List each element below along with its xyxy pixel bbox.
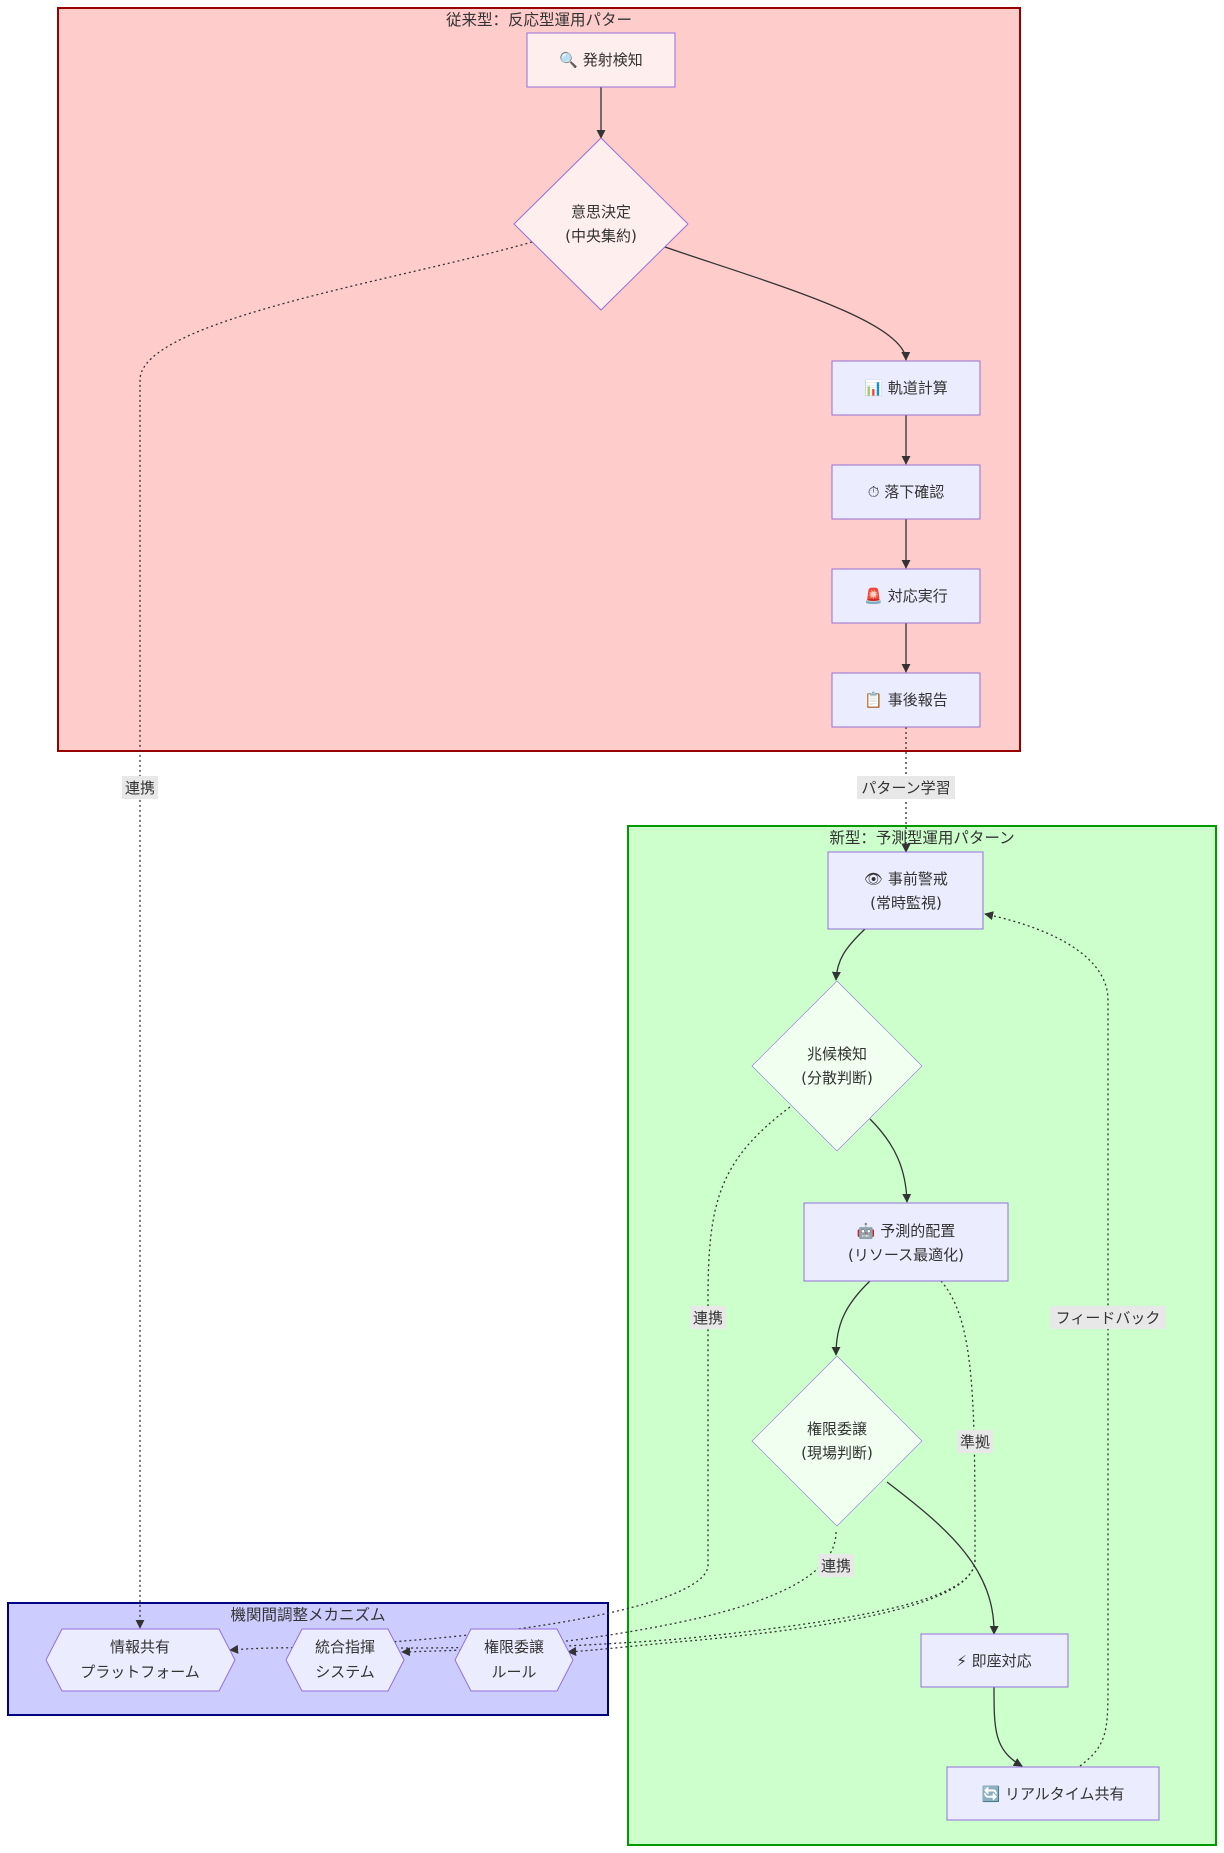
svg-text:(リソース最適化): (リソース最適化) [848, 1246, 964, 1264]
sync-arrows-icon: 🔄 [981, 1785, 1000, 1803]
svg-text:⏱ 落下確認: ⏱ 落下確認 [868, 483, 945, 501]
svg-text:🤖 予測的配置: 🤖 予測的配置 [857, 1222, 955, 1240]
svg-text:🔄 リアルタイム共有: 🔄 リアルタイム共有 [981, 1785, 1124, 1803]
solid-edges [596, 86, 1023, 1767]
svg-text:プラットフォーム: プラットフォーム [80, 1663, 200, 1681]
svg-text:📋 事後報告: 📋 事後報告 [864, 691, 947, 709]
svg-text:意思決定: 意思決定 [571, 203, 631, 221]
edge-sign-to-command [389, 1106, 791, 1643]
svg-text:フィードバック: フィードバック [1056, 1309, 1161, 1327]
node-info-platform[interactable]: 情報共有 プラットフォーム [45, 1628, 236, 1692]
robot-icon: 🤖 [857, 1222, 876, 1240]
group-old-title: 従来型：反応型運用パター [446, 11, 632, 29]
magnifier-icon: 🔍 [559, 50, 578, 69]
svg-text:🚨 対応実行: 🚨 対応実行 [864, 587, 947, 605]
node-delegation[interactable]: 権限委譲 (現場判断) [751, 1355, 923, 1527]
bar-chart-icon: 📊 [864, 379, 883, 397]
svg-text:連携: 連携 [125, 779, 155, 797]
svg-text:👁 事前警戒: 👁 事前警戒 [864, 870, 948, 888]
edge-label-feedback: フィードバック [1050, 1306, 1166, 1329]
siren-icon: 🚨 [864, 587, 883, 605]
svg-text:🔍 発射検知: 🔍 発射検知 [559, 50, 642, 69]
svg-text:📊 軌道計算: 📊 軌道計算 [864, 379, 947, 397]
edge-immediate-to-share [993, 1685, 1023, 1767]
node-impact-confirm[interactable]: ⏱ 落下確認 [831, 464, 981, 520]
svg-text:権限委譲: 権限委譲 [484, 1638, 544, 1656]
svg-text:パターン学習: パターン学習 [861, 779, 950, 797]
node-immediate-response[interactable]: ⚡ 即座対応 [920, 1633, 1069, 1688]
group-new-title: 新型：予測型運用パターン [829, 829, 1014, 847]
edge-label-link-delegation: 連携 [818, 1554, 854, 1577]
node-orbit-calc[interactable]: 📊 軌道計算 [831, 360, 981, 416]
node-post-report[interactable]: 📋 事後報告 [831, 672, 981, 728]
edge-delegation-to-immediate [886, 1481, 999, 1635]
svg-text:(常時監視): (常時監視) [870, 894, 942, 912]
svg-text:⚡ 即座対応: ⚡ 即座対応 [956, 1652, 1031, 1670]
svg-text:連携: 連携 [821, 1557, 851, 1575]
svg-text:情報共有: 情報共有 [110, 1638, 170, 1656]
node-delegation-rules[interactable]: 権限委譲 ルール [454, 1628, 574, 1692]
edge-label-comply: 準拠 [957, 1430, 993, 1453]
edge-sign-to-deploy [869, 1118, 912, 1203]
svg-text:統合指揮: 統合指揮 [315, 1638, 375, 1656]
svg-text:兆候検知: 兆候検知 [807, 1045, 867, 1063]
node-realtime-share[interactable]: 🔄 リアルタイム共有 [946, 1766, 1160, 1821]
node-launch-detect[interactable]: 🔍 発射検知 [526, 32, 676, 88]
edge-alert-to-sign [831, 928, 866, 981]
node-unified-command[interactable]: 統合指揮 システム [285, 1628, 405, 1692]
node-sign-detect[interactable]: 兆候検知 (分散判断) [751, 980, 923, 1152]
edge-label-pattern-learning: パターン学習 [857, 776, 955, 799]
edge-deploy-to-command [401, 1280, 976, 1657]
svg-text:(中央集約): (中央集約) [565, 227, 637, 245]
group-coord-title: 機関間調整メカニズム [230, 1606, 385, 1624]
svg-text:(現場判断): (現場判断) [801, 1444, 873, 1462]
group-new-predictive: 新型：予測型運用パターン [627, 825, 1217, 1846]
node-response-exec[interactable]: 🚨 対応実行 [831, 568, 981, 624]
svg-text:(分散判断): (分散判断) [801, 1069, 873, 1087]
lightning-icon: ⚡ [956, 1652, 967, 1670]
edge-deploy-to-delegation [831, 1280, 871, 1356]
edge-decision-to-info-platform [135, 241, 533, 1629]
edge-label-link-sign: 連携 [690, 1306, 726, 1329]
edge-deploy-to-rules [567, 1559, 976, 1656]
svg-text:準拠: 準拠 [960, 1433, 990, 1451]
node-pre-alert[interactable]: 👁 事前警戒 (常時監視) [827, 851, 984, 930]
stopwatch-icon: ⏱ [868, 483, 880, 501]
edge-decision-to-orbit [664, 246, 911, 361]
node-predictive-deploy[interactable]: 🤖 予測的配置 (リソース最適化) [803, 1202, 1009, 1282]
svg-text:連携: 連携 [693, 1309, 723, 1327]
svg-text:システム: システム [315, 1663, 375, 1681]
svg-text:ルール: ルール [491, 1663, 536, 1681]
eye-icon: 👁 [864, 870, 883, 888]
clipboard-icon: 📋 [864, 691, 883, 709]
svg-text:権限委譲: 権限委譲 [807, 1420, 867, 1438]
node-decision-central[interactable]: 意思決定 (中央集約) [513, 137, 689, 311]
edge-label-link-old: 連携 [122, 776, 158, 799]
